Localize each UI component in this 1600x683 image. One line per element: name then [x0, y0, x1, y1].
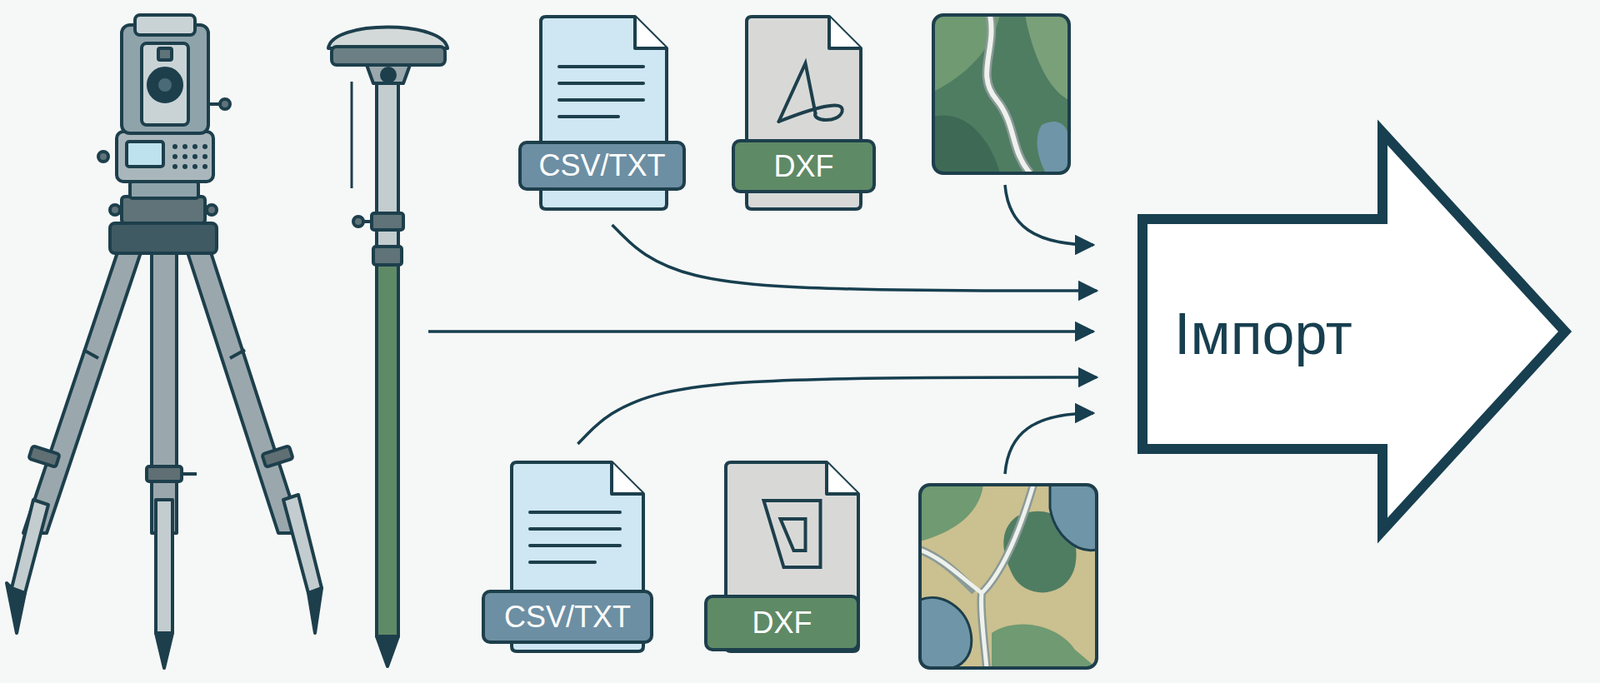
import-label: Імпорт: [1174, 305, 1353, 364]
file-format-label: CSV/TXT: [538, 150, 665, 181]
document-glyph: [559, 66, 644, 117]
import-arrow: Імпорт: [1137, 127, 1572, 536]
format-tag: [733, 140, 875, 192]
document-glyph: [530, 512, 620, 563]
map-thumbnail: [920, 485, 1097, 669]
file-icon: DXF: [704, 460, 860, 654]
total-station-tripod: [6, 15, 322, 669]
document-outline: [518, 15, 686, 211]
text-holder: DXF: [704, 596, 860, 650]
document-glyph: [764, 500, 821, 568]
file-icon: DXF: [731, 15, 876, 211]
map-thumbnail: [933, 15, 1070, 174]
document-outline: [731, 15, 876, 211]
gnss-rover-pole: [328, 27, 448, 668]
text-holder: CSV/TXT: [518, 142, 686, 190]
text-holder: CSV/TXT: [481, 591, 654, 643]
document-glyph: [779, 63, 843, 122]
text-holder: Імпорт: [1140, 219, 1386, 450]
file-icon: CSV/TXT: [481, 460, 654, 654]
flow-connector: [612, 225, 1097, 291]
import-arrow-shape: [1142, 132, 1565, 531]
format-tag: [483, 591, 652, 643]
format-tag: [705, 596, 859, 650]
page-fold: [826, 462, 859, 495]
flow-connector: [577, 377, 1097, 445]
page-fold: [635, 16, 667, 49]
format-tag: [520, 142, 685, 190]
file-icon: CSV/TXT: [518, 15, 686, 211]
file-format-label: DXF: [752, 608, 813, 639]
flow-arrow: [428, 185, 1094, 475]
page-fold: [611, 462, 644, 495]
page-fold: [829, 16, 861, 49]
file-format-label: CSV/TXT: [504, 602, 631, 633]
file-format-label: DXF: [774, 151, 835, 182]
text-holder: DXF: [731, 140, 876, 192]
